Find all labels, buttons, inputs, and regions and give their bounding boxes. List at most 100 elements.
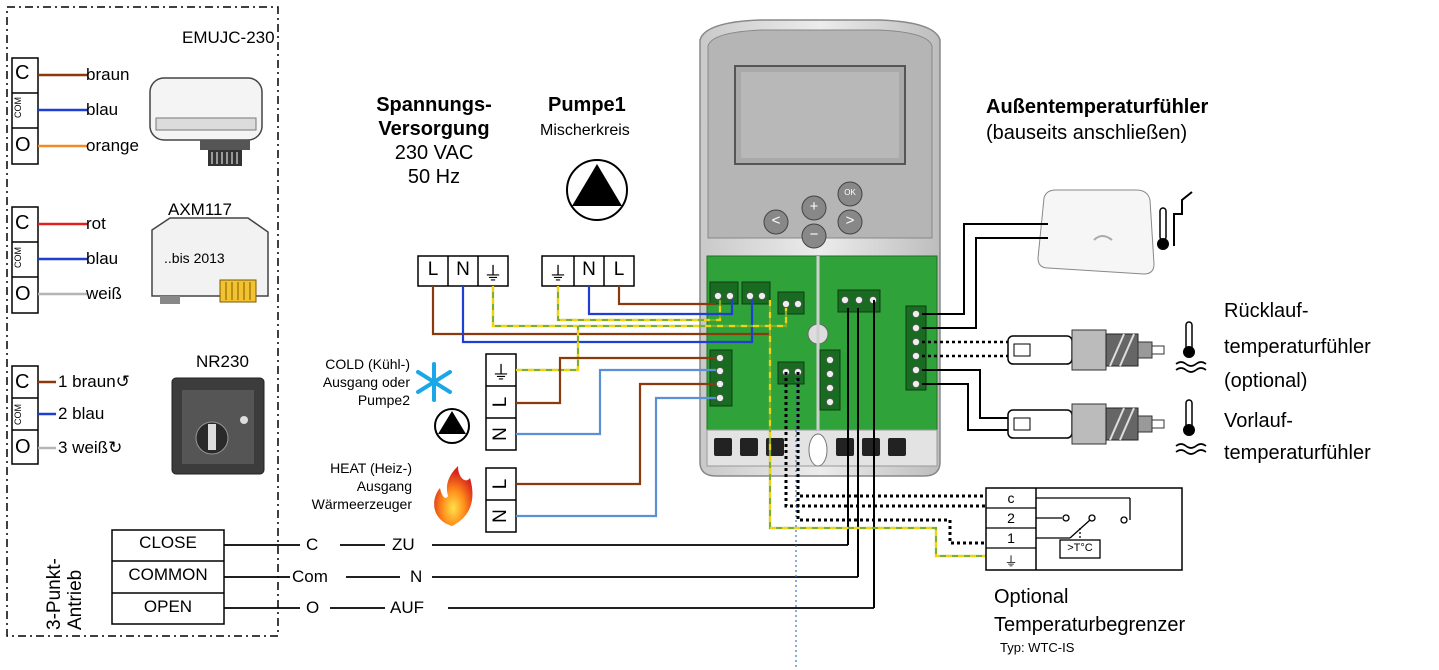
nr-terminal-o: O xyxy=(15,436,31,458)
antrieb-close-de: ZU xyxy=(392,535,415,554)
antrieb-common-short: Com xyxy=(292,567,328,586)
antrieb-open-short: O xyxy=(306,598,320,617)
outdoor-sensor-wires xyxy=(922,223,1048,329)
antrieb-common-de: N xyxy=(410,567,423,586)
nr-terminal-block xyxy=(11,365,56,465)
power-freq: 50 Hz xyxy=(407,166,461,188)
pump1-symbol xyxy=(566,159,628,221)
emujc-terminal-c: C xyxy=(15,62,30,84)
flow-sensor-image xyxy=(1007,403,1165,445)
limiter-box xyxy=(985,487,1183,571)
button-right[interactable]: > xyxy=(845,212,855,229)
return-line-3: (optional) xyxy=(1224,370,1308,392)
nr-title: NR230 xyxy=(196,352,249,371)
cold-terminal-l: L xyxy=(490,396,511,408)
pump1-terminal-n: N xyxy=(582,259,596,280)
emujc-actuator-image xyxy=(149,77,263,166)
pump1-terminal-block xyxy=(541,255,635,287)
return-sensor-image xyxy=(1007,329,1165,371)
heat-terminal-l: L xyxy=(490,478,511,490)
limiter-line-3: Typ: WTC-IS xyxy=(1000,640,1075,655)
heat-wires xyxy=(516,382,716,518)
heat-line-1: HEAT (Heiz-) xyxy=(330,460,412,476)
nr-actuator-image xyxy=(171,377,265,475)
cold-terminal-block xyxy=(485,353,517,451)
controller-board xyxy=(706,255,938,467)
power-title-2: Versorgung xyxy=(378,118,490,140)
heat-line-2: Ausgang xyxy=(356,478,412,494)
heat-terminal-n: N xyxy=(490,509,511,523)
emujc-wire-orange: orange xyxy=(86,136,139,155)
power-terminal-earth: ⏚ xyxy=(483,264,503,285)
limiter-terminal-2: 2 xyxy=(1007,510,1015,526)
limiter-terminal-c: c xyxy=(1007,490,1015,506)
limiter-line-2: Temperaturbegrenzer xyxy=(994,614,1186,636)
return-line-1: Rücklauf- xyxy=(1224,300,1309,322)
emujc-terminal-com: COM xyxy=(13,97,23,118)
power-terminal-n: N xyxy=(456,259,470,280)
nr-wire-blue: 2 blau xyxy=(58,404,105,423)
axm-terminal-com: COM xyxy=(13,247,23,268)
emujc-terminal-o: O xyxy=(15,134,31,156)
controller-buttons xyxy=(763,181,863,249)
antrieb-label: 3-Punkt- Antrieb xyxy=(44,558,86,630)
outdoor-subtitle: (bauseits anschließen) xyxy=(986,122,1188,144)
thermometer-icon-return xyxy=(1175,321,1207,373)
cold-line-2: Ausgang oder xyxy=(322,374,410,390)
antrieb-table xyxy=(111,529,225,625)
thermometer-icon-outdoor xyxy=(1157,191,1193,250)
button-ok[interactable]: OK xyxy=(844,188,856,197)
pump1-terminal-l: L xyxy=(613,259,625,280)
emujc-wire-blue: blau xyxy=(86,100,119,119)
return-sensor-wires xyxy=(922,340,1008,358)
cold-terminal-earth: ⏚ xyxy=(491,363,511,384)
antrieb-close: CLOSE xyxy=(139,533,197,552)
controller-antrieb-wires xyxy=(847,300,875,608)
button-left[interactable]: < xyxy=(771,212,781,229)
heat-line-3: Wärmeerzeuger xyxy=(311,496,412,512)
flow-line-1: Vorlauf- xyxy=(1224,410,1293,432)
antrieb-open-de: AUF xyxy=(390,598,424,617)
antrieb-wires xyxy=(224,544,874,609)
outdoor-title: Außentemperaturfühler xyxy=(986,96,1209,118)
axm-terminal-c: C xyxy=(15,212,30,234)
snowflake-icon xyxy=(416,362,452,402)
axm-wire-white: weiß xyxy=(86,284,122,303)
thermometer-icon-flow xyxy=(1175,399,1207,455)
antrieb-open: OPEN xyxy=(143,597,193,616)
power-terminal-l: L xyxy=(427,259,439,280)
limiter-terminal-earth: ⏚ xyxy=(1004,554,1018,569)
nr-terminal-com: COM xyxy=(13,404,23,425)
button-plus[interactable]: + xyxy=(809,198,819,215)
emujc-title: EMUJC-230 xyxy=(182,28,275,47)
limiter-symbol: >T°C xyxy=(1067,542,1093,554)
outdoor-sensor-image xyxy=(1037,189,1155,275)
antrieb-close-short: C xyxy=(306,535,319,554)
power-terminal-block xyxy=(417,255,509,287)
nr-wire-brown: 1 braun↺ xyxy=(58,372,130,391)
cold-line-3: Pumpe2 xyxy=(357,392,410,408)
button-minus[interactable]: − xyxy=(809,226,819,243)
flow-sensor-wires xyxy=(922,369,1008,431)
cold-wires xyxy=(516,326,716,436)
pump2-symbol xyxy=(434,408,470,444)
pump1-subtitle: Mischerkreis xyxy=(540,122,630,139)
cold-terminal-n: N xyxy=(490,427,511,441)
axm-terminal-block xyxy=(11,206,88,314)
axm-actuator-image xyxy=(151,217,269,304)
power-title-1: Spannungs- xyxy=(376,94,492,116)
return-line-2: temperaturfühler xyxy=(1224,336,1371,358)
cold-line-1: COLD (Kühl-) xyxy=(325,356,410,372)
limiter-dotted-wires xyxy=(784,372,986,545)
emujc-terminal-block xyxy=(11,57,88,165)
axm-title: AXM117 xyxy=(168,200,232,219)
emujc-wire-brown: braun xyxy=(86,65,130,84)
pump1-terminal-earth: ⏚ xyxy=(548,264,568,285)
nr-terminal-c: C xyxy=(15,371,30,393)
flame-icon xyxy=(434,466,473,526)
antrieb-common: COMMON xyxy=(128,565,208,584)
axm-wire-red: rot xyxy=(86,214,106,233)
limiter-terminal-1: 1 xyxy=(1007,530,1015,546)
axm-terminal-o: O xyxy=(15,283,31,305)
